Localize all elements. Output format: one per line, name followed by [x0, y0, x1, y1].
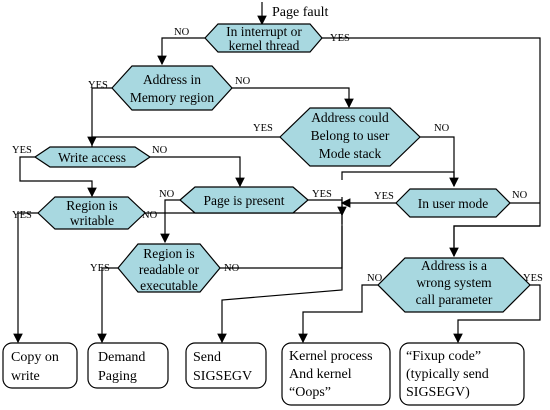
outcome-demand-line1: Demand: [98, 350, 145, 365]
node-write-line1: Write access: [58, 150, 126, 165]
node-readable-line2: readable or: [139, 262, 200, 277]
outcome-fixup-line1: “Fixup code”: [406, 349, 481, 364]
edge-present-no: [160, 199, 180, 244]
edges: [13, 37, 541, 344]
node-writable-line1: Region is: [66, 198, 117, 213]
edge-region-no: [230, 87, 354, 109]
edge-usermode-no-down: [453, 225, 540, 256]
label-readable-no: NO: [224, 263, 240, 274]
decision-wrong-syscall: Address is a wrong system call parameter: [377, 257, 531, 313]
label-write-no: NO: [152, 145, 168, 156]
outcome-oops-line1: Kernel process: [289, 349, 373, 364]
decision-user-mode: In user mode: [395, 188, 511, 218]
edge-to-user-mode: [341, 171, 455, 186]
label-wrongcall-no: NO: [367, 273, 383, 284]
node-wrongcall-line1: Address is a: [421, 258, 487, 273]
node-present-line1: Page is present: [204, 193, 285, 208]
outcome-sigsegv-line1: Send: [193, 350, 221, 365]
node-stack-line1: Address could: [311, 110, 389, 125]
outcome-fixup-code: “Fixup code” (typically send SIGSEGV): [399, 342, 525, 406]
outcome-demand-line2: Paging: [98, 369, 137, 384]
label-writable-no: NO: [142, 210, 158, 221]
node-readable-line3: executable: [140, 278, 198, 293]
node-wrongcall-line3: call parameter: [416, 292, 493, 307]
label-readable-yes: YES: [90, 263, 110, 274]
edge-write-yes: [19, 156, 97, 198]
label-interrupt-yes: YES: [330, 33, 350, 44]
label-stack-no: NO: [434, 123, 450, 134]
label-present-yes: YES: [312, 189, 332, 200]
edge-readable-yes: [97, 267, 118, 344]
node-writable-line2: writable: [70, 213, 114, 228]
node-interrupt-line1: In interrupt or: [226, 24, 302, 39]
node-stack-line2: Belong to user: [311, 128, 390, 143]
edge-wrongcall-no: [298, 284, 378, 344]
edge-to-sigsegv: [217, 226, 343, 344]
decision-write-access: Write access: [33, 146, 152, 168]
decision-user-stack: Address could Belong to user Mode stack: [279, 107, 421, 167]
label-region-no: NO: [235, 76, 251, 87]
label-usermode-no: NO: [512, 190, 528, 201]
node-region-line1: Address in: [143, 72, 201, 87]
outcome-copy-on-write: Copy on write: [2, 342, 78, 389]
outcome-cow-line2: write: [11, 369, 40, 384]
outcome-send-sigsegv: Send SIGSEGV: [185, 342, 267, 389]
outcome-fixup-line2: (typically send: [406, 367, 489, 382]
outcome-cow-line1: Copy on: [11, 350, 59, 365]
node-stack-line3: Mode stack: [319, 146, 382, 161]
decision-page-present: Page is present: [179, 186, 309, 214]
node-interrupt-line2: kernel thread: [229, 38, 300, 53]
label-interrupt-no: NO: [174, 27, 190, 38]
edge-stack-yes: [91, 136, 282, 147]
node-readable-line1: Region is: [143, 246, 194, 261]
edge-writable-no: [145, 212, 343, 224]
label-region-yes: YES: [88, 80, 108, 91]
decision-writable: Region is writable: [37, 196, 146, 230]
edge-wrongcall-yes: [453, 284, 541, 344]
label-stack-yes: YES: [253, 123, 273, 134]
outcome-oops-line2: And kernel: [289, 367, 352, 382]
outcome-fixup-line3: SIGSEGV): [406, 385, 470, 400]
edge-region-yes: [87, 87, 112, 147]
outcome-demand-paging: Demand Paging: [87, 342, 169, 389]
node-wrongcall-line2: wrong system: [416, 275, 492, 290]
node-region-line2: Memory region: [130, 90, 215, 105]
label-wrongcall-yes: YES: [523, 273, 543, 284]
outcome-kernel-oops: Kernel process And kernel “Oops”: [281, 342, 391, 406]
label-writable-yes: YES: [12, 210, 32, 221]
outcome-oops-line3: “Oops”: [289, 385, 331, 400]
decision-readable: Region is readable or executable: [117, 243, 221, 293]
edge-writable-yes: [13, 212, 40, 344]
outcome-sigsegv-line2: SIGSEGV: [193, 369, 252, 384]
label-present-no: NO: [159, 189, 175, 200]
title-page-fault: Page fault: [272, 5, 328, 20]
edge-write-no: [150, 156, 245, 188]
edge-labels: NO YES YES NO YES NO YES NO NO YES YES N…: [12, 27, 543, 284]
label-usermode-yes: YES: [374, 191, 394, 202]
edge-interrupt-no: [157, 37, 205, 66]
decision-interrupt: In interrupt or kernel thread: [204, 23, 323, 53]
label-write-yes: YES: [12, 145, 32, 156]
edge-stack-no: [418, 136, 459, 188]
decision-address-in-region: Address in Memory region: [111, 65, 233, 111]
node-usermode-line1: In user mode: [418, 196, 488, 211]
